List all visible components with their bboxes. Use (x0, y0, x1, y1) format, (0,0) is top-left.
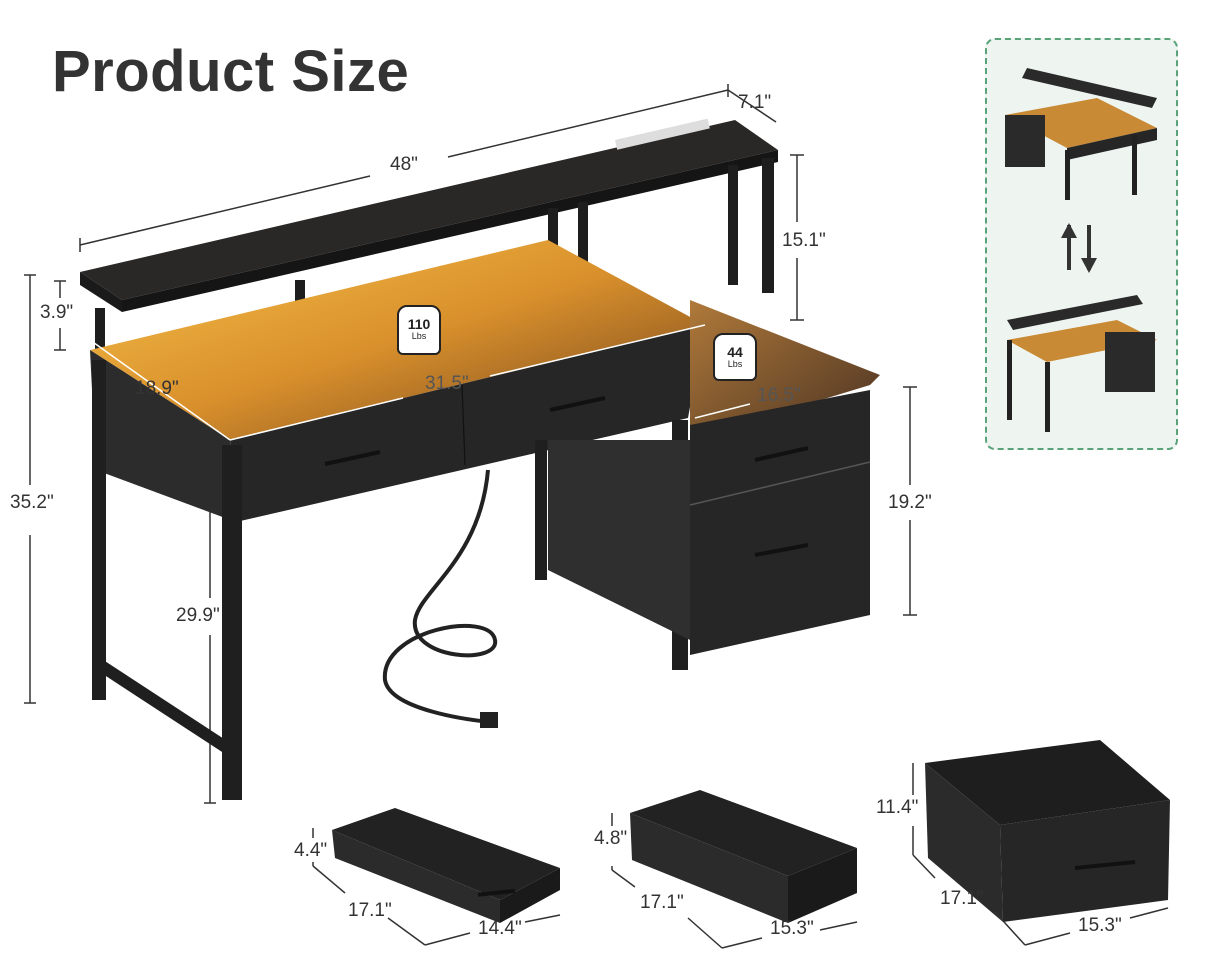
riser-height-label: 15.1" (782, 230, 826, 251)
width-label: 48" (390, 154, 418, 175)
weight-badge-desk: 110 Lbs (397, 305, 441, 355)
weight-badge-cabinet: 44 Lbs (713, 333, 757, 381)
page-title: Product Size (52, 39, 410, 104)
drawer-2-depth-label: 17.1" (640, 892, 684, 913)
cabinet-height-label: 19.2" (888, 492, 932, 513)
desk-depth-label: 18.9" (135, 378, 179, 399)
riser-clearance-label: 3.9" (40, 302, 74, 323)
drawer-illustrations (332, 740, 1170, 923)
drawer-3-height-label: 11.4" (876, 797, 919, 818)
drawer-1-height-label: 4.4" (294, 840, 328, 861)
total-height-label: 35.2" (10, 492, 54, 513)
cabinet-depth-label: 16.5" (757, 385, 801, 406)
reversible-layout-illustrations (1005, 68, 1157, 432)
reversible-arrows-icon (1061, 223, 1097, 273)
weight-unit: Lbs (727, 359, 743, 369)
drawer-2-height-label: 4.8" (594, 828, 628, 849)
desktop-width-label: 31.5" (425, 373, 469, 394)
drawer-3-depth-label: 17.1" (940, 888, 984, 909)
drawer-1-depth-label: 17.1" (348, 900, 392, 921)
desk-height-label: 29.9" (176, 605, 220, 626)
weight-value: 110 (407, 316, 431, 332)
drawer-2-width-label: 15.3" (770, 918, 814, 939)
reversible-layout-inset (985, 38, 1178, 450)
weight-unit: Lbs (411, 331, 427, 341)
dimension-lines (24, 84, 917, 804)
weight-value: 44 (727, 344, 743, 360)
drawer-3-width-label: 15.3" (1078, 915, 1122, 936)
drawer-1-width-label: 14.4" (478, 918, 522, 939)
riser-depth-label: 7.1" (738, 92, 772, 113)
